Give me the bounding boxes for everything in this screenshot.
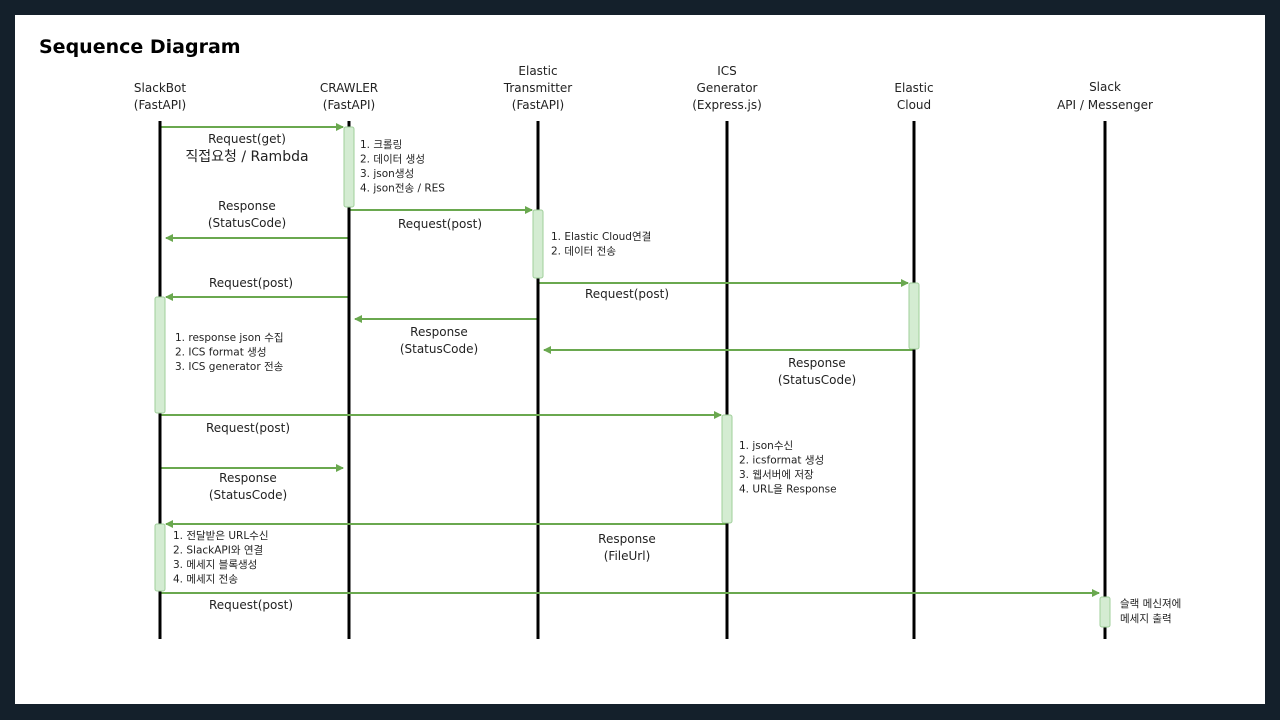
note-slack-6-line-2: 메세지 출력 <box>1120 613 1172 625</box>
note-slackbot-5-line-3: 3. 메세지 블록생성 <box>173 559 257 571</box>
activation-bar-slack-7 <box>1099 596 1111 628</box>
message-label-6-line-2: (StatusCode) <box>400 342 478 356</box>
activation-bar-cloud-3 <box>908 282 920 350</box>
note-slackbot-5-line-4: 4. 메세지 전송 <box>173 574 238 586</box>
participant-header-crawler-line-2: (FastAPI) <box>323 98 375 112</box>
message-label-10-line-1: Response <box>598 532 656 546</box>
note-slackbot-5-line-2: 2. SlackAPI와 연결 <box>173 545 263 557</box>
participant-header-crawler-line-1: CRAWLER <box>320 81 378 95</box>
sequence-diagram: Sequence Diagram SlackBot (FastAPI) CRAWLE… <box>39 36 1181 639</box>
message-label-3-line-1: Request(post) <box>398 217 482 231</box>
participant-header-transmitter-line-1: Elastic <box>518 64 557 78</box>
participant-header-ics-line-1: ICS <box>717 64 737 78</box>
note-slackbot-3-line-2: 2. ICS format 생성 <box>175 347 266 359</box>
note-transmitter-2-line-1: 1. Elastic Cloud연결 <box>551 231 651 243</box>
participant-header-transmitter-line-2: Transmitter <box>503 81 573 95</box>
activation-bar-crawler-1 <box>343 126 355 208</box>
participant-header-slack-line-2: API / Messenger <box>1057 98 1153 112</box>
note-crawler-1-line-4: 4. json전송 / RES <box>360 183 445 195</box>
note-ics-4-line-2: 2. icsformat 생성 <box>739 455 824 467</box>
participant-header-slackbot-line-1: SlackBot <box>134 81 186 95</box>
message-label-2-line-2: (StatusCode) <box>208 216 286 230</box>
note-crawler-1-line-3: 3. json생성 <box>360 168 414 180</box>
participant-header-slackbot-line-2: (FastAPI) <box>134 98 186 112</box>
note-ics-4-line-4: 4. URL을 Response <box>739 484 837 496</box>
activation-bar-transmitter-2 <box>532 209 544 279</box>
participant-header-cloud-line-1: Elastic <box>894 81 933 95</box>
note-transmitter-2-line-2: 2. 데이터 전송 <box>551 246 616 258</box>
activation-bar-slackbot-4 <box>154 296 166 414</box>
note-slack-6-line-1: 슬랙 메신져에 <box>1120 598 1181 610</box>
message-label-7-line-1: Response <box>788 356 846 370</box>
message-label-2-line-1: Response <box>218 199 276 213</box>
note-slackbot-3-line-1: 1. response json 수집 <box>175 332 284 344</box>
diagram-title: Sequence Diagram <box>39 36 241 58</box>
participant-header-transmitter-line-3: (FastAPI) <box>512 98 564 112</box>
message-label-11-line-1: Request(post) <box>209 598 293 612</box>
note-crawler-1-line-2: 2. 데이터 생성 <box>360 154 425 166</box>
message-label-8-line-1: Request(post) <box>206 421 290 435</box>
message-label-1-line-1: Request(get) <box>208 132 286 146</box>
activation-bar-slackbot-6 <box>154 523 166 592</box>
message-label-4-line-1: Request(post) <box>209 276 293 290</box>
note-slackbot-5-line-1: 1. 전달받은 URL수신 <box>173 530 268 542</box>
participant-header-ics-line-2: Generator <box>697 81 758 95</box>
message-label-10-line-2: (FileUrl) <box>604 549 651 563</box>
note-ics-4-line-1: 1. json수신 <box>739 440 793 452</box>
message-label-1-line-2: 직접요청 / Rambda <box>185 149 308 165</box>
message-label-9-line-1: Response <box>219 471 277 485</box>
participant-header-ics-line-3: (Express.js) <box>692 98 762 112</box>
activation-bar-ics-5 <box>721 414 733 524</box>
participant-header-cloud-line-2: Cloud <box>897 98 931 112</box>
diagram-canvas: Sequence Diagram SlackBot (FastAPI) CRAWLE… <box>15 15 1265 704</box>
note-slackbot-3-line-3: 3. ICS generator 전송 <box>175 361 284 373</box>
message-label-9-line-2: (StatusCode) <box>209 488 287 502</box>
message-label-6-line-1: Response <box>410 325 468 339</box>
participant-header-slack-line-1: Slack <box>1089 80 1121 94</box>
message-label-7-line-2: (StatusCode) <box>778 373 856 387</box>
note-crawler-1-line-1: 1. 크롤링 <box>360 139 402 151</box>
note-ics-4-line-3: 3. 웹서버에 저장 <box>739 469 814 481</box>
message-label-5-line-1: Request(post) <box>585 287 669 301</box>
